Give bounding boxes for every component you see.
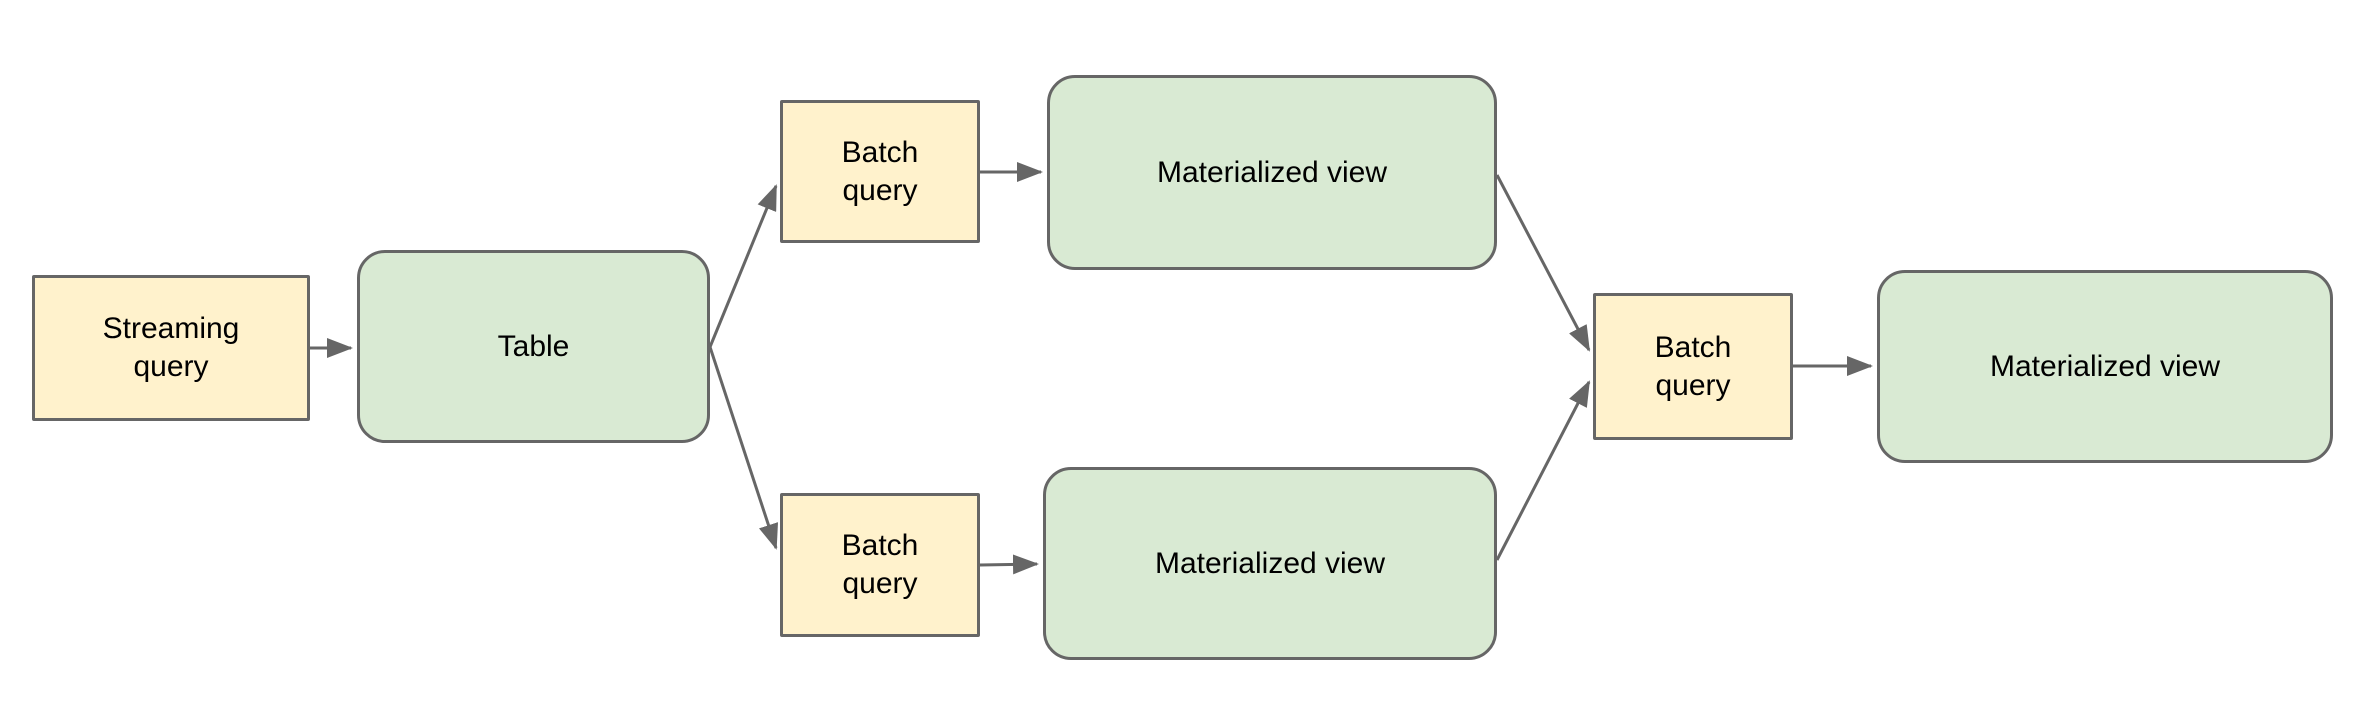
edge-materialized-view-bottom-to-batch-query-right: [1495, 380, 1591, 561]
edge-materialized-view-top-to-batch-query-right: [1495, 174, 1591, 352]
node-materialized-view-bottom: Materialized view: [1043, 467, 1497, 660]
edge-table-to-batch-query-bottom: [708, 346, 779, 550]
node-materialized-view-top: Materialized view: [1047, 75, 1497, 270]
edge-batch-query-bottom-to-materialized-view-bottom: [979, 554, 1039, 575]
node-batch-query-right: Batch query: [1593, 293, 1793, 440]
node-table: Table: [357, 250, 710, 443]
node-batch-query-top: Batch query: [780, 100, 980, 243]
node-streaming-query: Streaming query: [32, 275, 310, 421]
node-batch-query-bottom: Batch query: [780, 493, 980, 637]
node-materialized-view-final: Materialized view: [1877, 270, 2333, 463]
edge-table-to-batch-query-top: [708, 184, 778, 348]
